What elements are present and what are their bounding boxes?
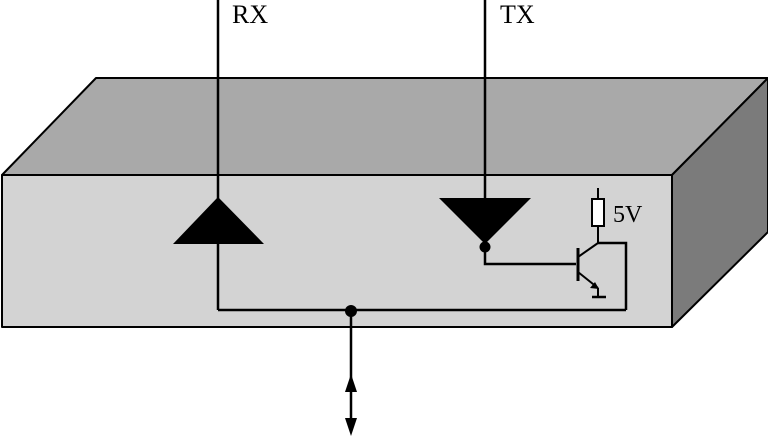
box-front-face [1, 174, 673, 328]
rx-label: RX [232, 0, 268, 29]
tx-to-transistor-wire [483, 247, 576, 266]
transistor-collector-lead [577, 242, 599, 258]
bidirectional-arrow-down-icon [345, 418, 357, 436]
rx-path [173, 0, 264, 310]
rx-receiver-triangle-icon [173, 197, 264, 244]
pullup-resistor-icon [591, 198, 605, 227]
collector-to-bus-wire [598, 241, 628, 310]
bidirectional-arrow-up-icon [345, 374, 357, 392]
box-top-face [1, 77, 768, 176]
bus [218, 305, 626, 436]
tx-label: TX [500, 0, 535, 29]
transistor-circuit [576, 188, 628, 310]
module-box [1, 77, 768, 328]
tx-path [439, 0, 576, 266]
supply-voltage-label: 5V [613, 202, 643, 228]
emitter-arrow-icon [590, 282, 599, 289]
tx-driver-triangle-icon [439, 198, 531, 244]
